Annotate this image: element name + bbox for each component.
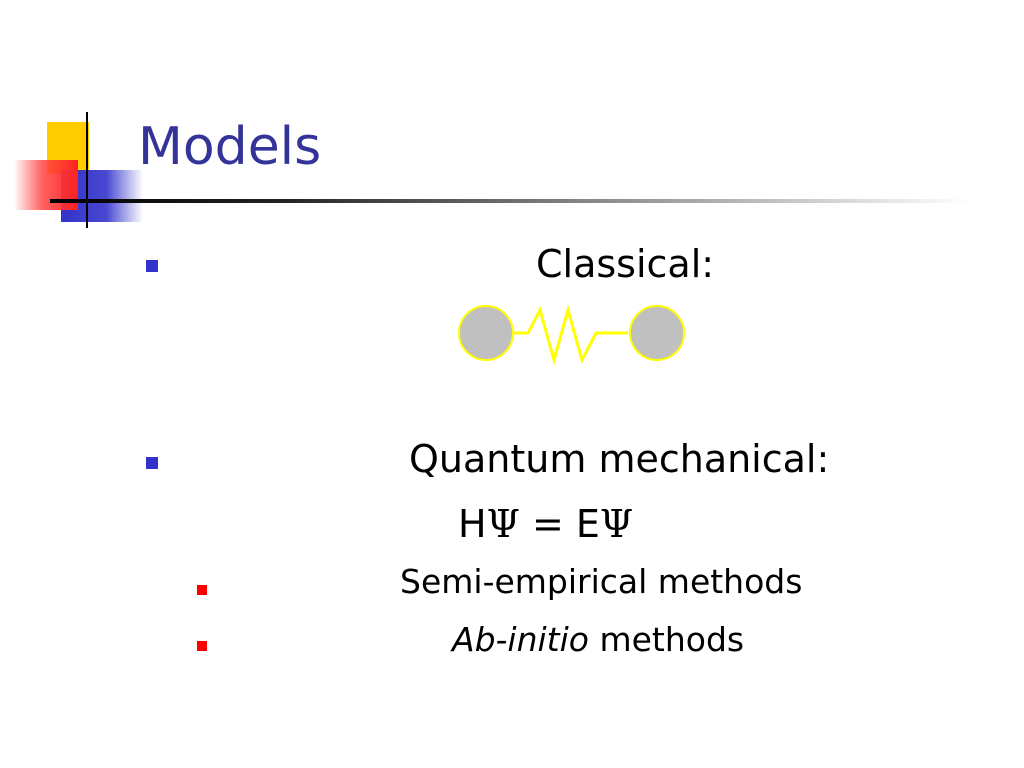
bullet-marker xyxy=(146,457,158,469)
sub-bullet-marker xyxy=(197,641,207,651)
bullet-quantum-mechanical: Quantum mechanical: xyxy=(409,437,830,481)
sub-bullet-ab-initio: Ab-initio methods xyxy=(452,620,744,660)
corner-decoration-icon xyxy=(14,112,143,228)
molecule-spring-icon xyxy=(458,304,685,366)
slide-title: Models xyxy=(138,117,322,177)
sub-bullet-semi-empirical: Semi-empirical methods xyxy=(400,562,803,601)
bullet-classical: Classical: xyxy=(536,242,715,286)
schrodinger-equation: HΨ = EΨ xyxy=(458,502,633,546)
bullet-marker xyxy=(146,260,158,272)
energy-symbol: E xyxy=(575,502,600,546)
equals-sign: = xyxy=(519,502,576,546)
sub-bullet-marker xyxy=(197,585,207,595)
psi-symbol: Ψ xyxy=(486,502,520,546)
title-underline xyxy=(50,199,970,203)
hamiltonian-symbol: H xyxy=(458,502,487,546)
psi-symbol: Ψ xyxy=(599,502,634,546)
ab-initio-term: Ab-initio xyxy=(452,620,589,659)
methods-label: methods xyxy=(588,620,745,659)
